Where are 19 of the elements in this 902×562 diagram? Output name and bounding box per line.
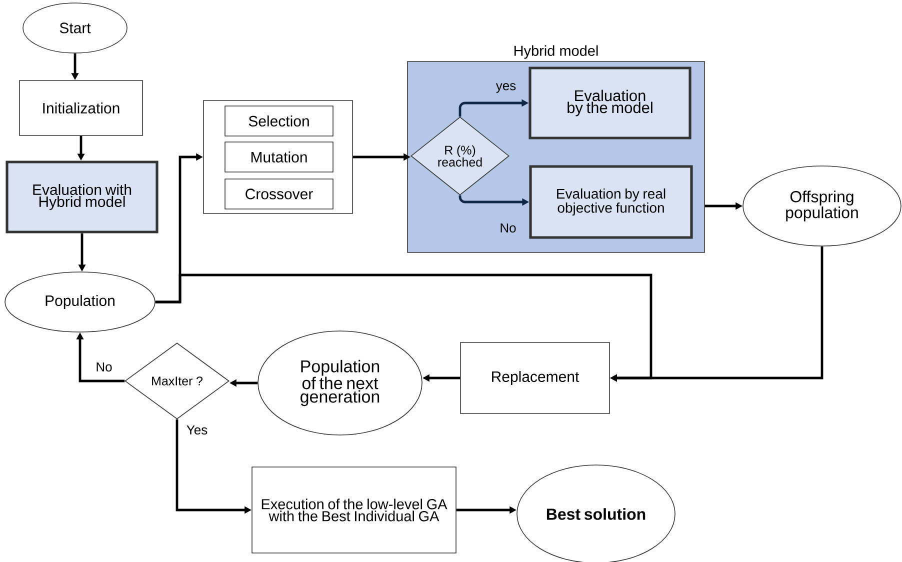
operator-box: Selection bbox=[224, 106, 334, 136]
process-box: Evaluation with Hybrid model bbox=[6, 160, 158, 234]
operator-box: Crossover bbox=[224, 178, 334, 210]
start-oval: Start bbox=[22, 2, 128, 54]
arrow bbox=[155, 274, 652, 382]
panel-heading: Hybrid model bbox=[514, 45, 598, 59]
edge-label: No bbox=[94, 361, 114, 373]
population-oval: Population of the next generation bbox=[258, 330, 422, 436]
process-box: Replacement bbox=[460, 342, 610, 414]
process-box: Evaluation by the model bbox=[528, 66, 692, 140]
operator-box: Mutation bbox=[224, 142, 334, 172]
population-oval: Population bbox=[4, 272, 156, 332]
edge-label: yes bbox=[494, 82, 518, 94]
process-box: Evaluation by real objective function bbox=[529, 165, 693, 239]
edge-label: Yes bbox=[185, 424, 209, 436]
edge-label: No bbox=[498, 222, 518, 234]
process-box: Execution of the low-level GA with the Best Individual GA bbox=[252, 466, 456, 554]
process-box: Initialization bbox=[19, 80, 143, 136]
population-oval: Offspring population bbox=[742, 166, 902, 246]
